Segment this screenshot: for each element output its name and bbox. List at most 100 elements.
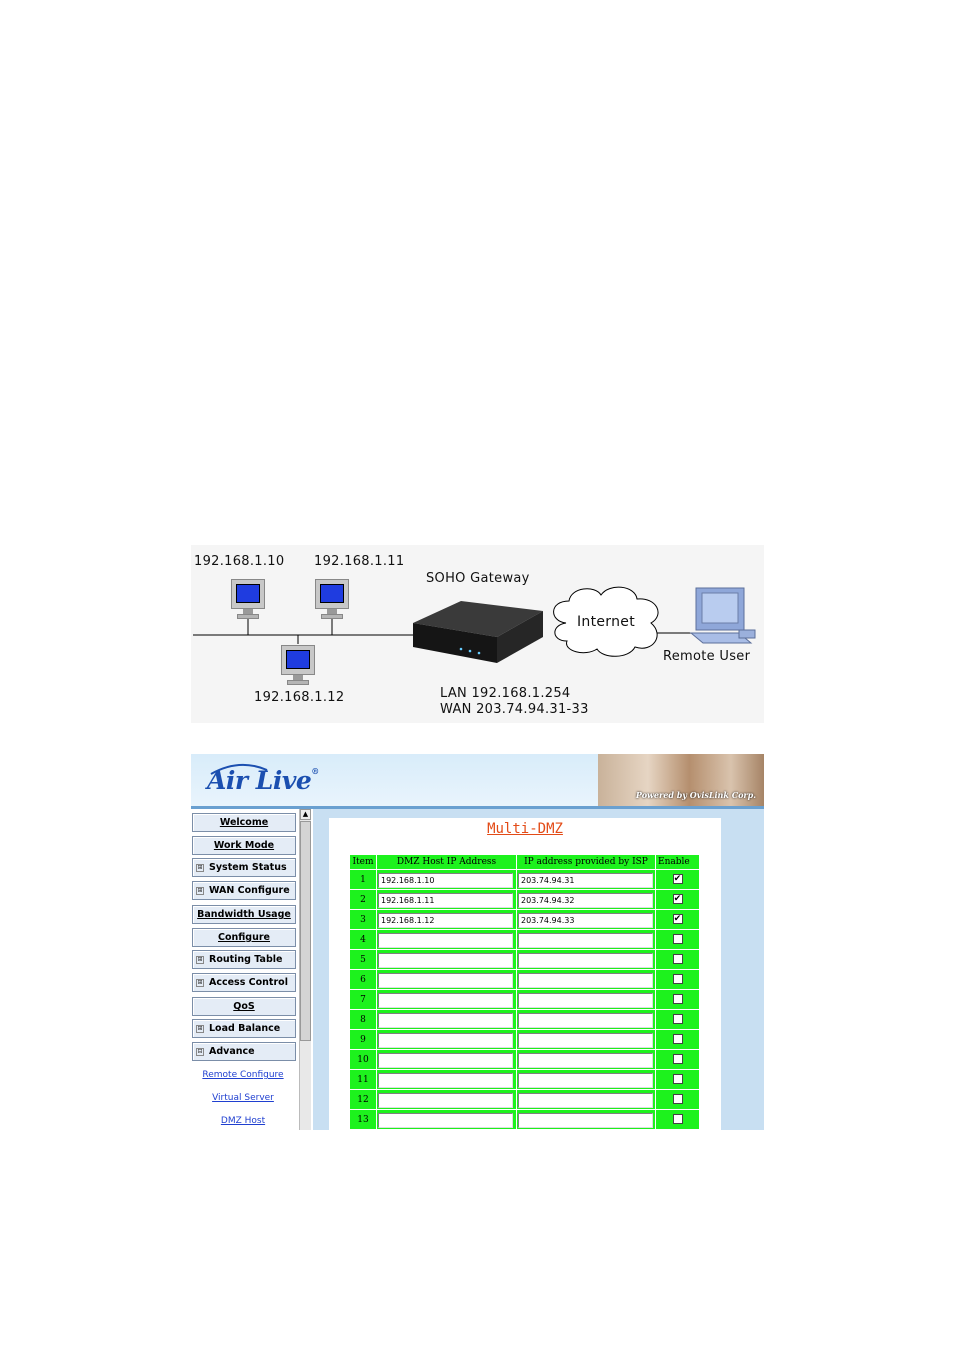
isp-ip-input[interactable] — [518, 992, 653, 1008]
dmz-host-ip-input[interactable] — [378, 952, 513, 968]
expand-icon: ⊞ — [196, 864, 204, 872]
scroll-thumb[interactable] — [300, 821, 311, 1041]
isp-ip-input[interactable]: 203.74.94.31 — [518, 872, 653, 888]
sublink-remote-configure[interactable]: Remote Configure — [202, 1070, 284, 1080]
isp-ip-input[interactable] — [518, 1032, 653, 1048]
cell-enable — [656, 1110, 699, 1129]
enable-checkbox[interactable] — [672, 954, 683, 965]
expand-icon: ⊞ — [196, 1025, 204, 1033]
table-row: 12 — [350, 1090, 699, 1109]
nav-system-status[interactable]: ⊞System Status — [192, 858, 296, 877]
column-header-dmz-host: DMZ Host IP Address — [377, 855, 516, 869]
enable-checkbox[interactable] — [672, 1074, 683, 1085]
cell-isp-ip — [517, 1030, 655, 1049]
multi-dmz-table: Item DMZ Host IP Address IP address prov… — [349, 854, 700, 1130]
row-item-number: 6 — [350, 970, 376, 989]
scroll-up-arrow-icon[interactable]: ▲ — [300, 809, 311, 820]
isp-ip-input[interactable] — [518, 1072, 653, 1088]
sidebar: Welcome Work Mode ⊞System Status ⊞WAN Co… — [191, 809, 313, 1130]
dmz-host-ip-input[interactable] — [378, 1092, 513, 1108]
host-ip-label: 192.168.1.10 — [194, 554, 285, 569]
isp-ip-input[interactable] — [518, 1052, 653, 1068]
enable-checkbox[interactable] — [672, 934, 683, 945]
sidebar-scrollbar[interactable]: ▲ — [299, 809, 311, 1130]
enable-checkbox[interactable] — [672, 1094, 683, 1105]
enable-checkbox[interactable] — [672, 1014, 683, 1025]
nav-bandwidth-usage[interactable]: Bandwidth Usage — [192, 905, 296, 924]
dmz-host-ip-input[interactable]: 192.168.1.10 — [378, 872, 513, 888]
cell-dmz-host: 192.168.1.12 — [377, 910, 516, 929]
cell-dmz-host — [377, 1070, 516, 1089]
isp-ip-input[interactable] — [518, 1112, 653, 1128]
isp-ip-input[interactable] — [518, 1012, 653, 1028]
column-header-isp-ip: IP address provided by ISP — [517, 855, 655, 869]
nav-configure-lan-dhcp[interactable]: Configure LAN&DHCP — [192, 928, 296, 960]
cell-isp-ip — [517, 1070, 655, 1089]
page-title: Multi-DMZ — [487, 821, 563, 837]
router-web-ui: Air Live® Powered by OvisLink Corp. Welc… — [191, 754, 764, 1130]
nav-work-mode[interactable]: Work Mode — [192, 836, 296, 855]
isp-ip-input[interactable] — [518, 932, 653, 948]
lan-label: LAN 192.168.1.254 — [440, 686, 571, 701]
nav-wan-configure[interactable]: ⊞WAN Configure — [192, 881, 296, 900]
table-row: 10 — [350, 1050, 699, 1069]
isp-ip-input[interactable] — [518, 1092, 653, 1108]
cell-enable — [656, 1050, 699, 1069]
enable-checkbox[interactable]: ✔ — [672, 874, 683, 885]
cell-enable — [656, 950, 699, 969]
enable-checkbox[interactable] — [672, 1114, 683, 1125]
dmz-host-ip-input[interactable] — [378, 932, 513, 948]
dmz-host-ip-input[interactable] — [378, 1032, 513, 1048]
nav-advance[interactable]: ⊟Advance — [192, 1042, 296, 1061]
nav-welcome[interactable]: Welcome — [192, 813, 296, 832]
row-item-number: 11 — [350, 1070, 376, 1089]
enable-checkbox[interactable] — [672, 974, 683, 985]
dmz-host-ip-input[interactable] — [378, 972, 513, 988]
cell-dmz-host: 192.168.1.11 — [377, 890, 516, 909]
dmz-host-ip-input[interactable] — [378, 1052, 513, 1068]
dmz-host-ip-input[interactable] — [378, 1012, 513, 1028]
nav-load-balance[interactable]: ⊞Load Balance — [192, 1019, 296, 1038]
enable-checkbox[interactable] — [672, 1034, 683, 1045]
enable-checkbox[interactable]: ✔ — [672, 914, 683, 925]
table-row: 4 — [350, 930, 699, 949]
nav-qos[interactable]: QoS — [192, 997, 296, 1016]
dmz-host-ip-input[interactable] — [378, 992, 513, 1008]
cell-isp-ip — [517, 950, 655, 969]
enable-checkbox[interactable] — [672, 1054, 683, 1065]
isp-ip-input[interactable]: 203.74.94.32 — [518, 892, 653, 908]
sublink-dmz-host[interactable]: DMZ Host — [220, 1116, 266, 1126]
nav-access-control[interactable]: ⊞Access Control — [192, 973, 296, 992]
enable-checkbox[interactable]: ✔ — [672, 894, 683, 905]
isp-ip-input[interactable] — [518, 972, 653, 988]
remote-user-computer-icon — [689, 587, 756, 644]
isp-ip-input[interactable]: 203.74.94.33 — [518, 912, 653, 928]
column-header-item: Item — [350, 855, 376, 869]
table-row: 5 — [350, 950, 699, 969]
expand-icon: ⊞ — [196, 979, 204, 987]
diagram-lines — [193, 586, 756, 663]
dmz-host-ip-input[interactable] — [378, 1112, 513, 1128]
enable-checkbox[interactable] — [672, 994, 683, 1005]
cell-enable — [656, 930, 699, 949]
internet-label: Internet — [577, 614, 635, 630]
row-item-number: 7 — [350, 990, 376, 1009]
dmz-host-ip-input[interactable]: 192.168.1.12 — [378, 912, 513, 928]
dmz-host-ip-input[interactable]: 192.168.1.11 — [378, 892, 513, 908]
cell-enable — [656, 990, 699, 1009]
host-monitor-icon — [281, 645, 315, 687]
cell-isp-ip — [517, 970, 655, 989]
internet-cloud-icon — [553, 586, 659, 657]
cell-isp-ip — [517, 1090, 655, 1109]
gateway-label: SOHO Gateway — [426, 571, 530, 586]
sublink-virtual-server[interactable]: Virtual Server — [212, 1093, 274, 1103]
network-diagram: 192.168.1.10 192.168.1.11 192.168.1.12 S… — [191, 545, 764, 723]
cell-enable — [656, 1070, 699, 1089]
dmz-host-ip-input[interactable] — [378, 1072, 513, 1088]
nav-routing-table[interactable]: ⊞Routing Table — [192, 950, 296, 969]
isp-ip-input[interactable] — [518, 952, 653, 968]
row-item-number: 4 — [350, 930, 376, 949]
